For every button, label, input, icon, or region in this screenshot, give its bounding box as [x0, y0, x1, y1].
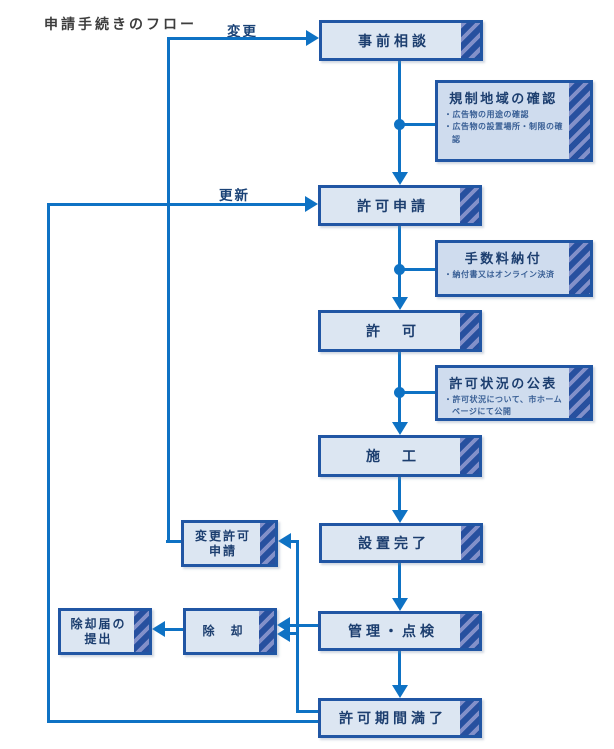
- hatch-stripe-icon: [461, 526, 480, 560]
- hatch-stripe-icon: [260, 523, 275, 564]
- loop-change-vertical: [167, 37, 170, 543]
- arrowhead-right-icon: [305, 196, 318, 212]
- hatch-stripe-icon: [460, 438, 479, 474]
- hatch-stripe-icon: [569, 368, 590, 418]
- infobox-bullets: ・納付書又はオンライン決済: [438, 267, 590, 283]
- hatch-stripe-icon: [569, 243, 590, 294]
- branch-expire-stub: [296, 710, 318, 713]
- node-pre-consultation: 事前相談: [319, 20, 483, 61]
- arrowhead-down-icon: [392, 422, 408, 435]
- hatch-stripe-icon: [460, 313, 479, 349]
- loop-renew-vertical: [47, 203, 50, 723]
- loop-renew-bottom: [47, 720, 318, 723]
- infobox-permit-status-publish: 許可状況の公表 ・許可状況について、市ホームページにて公開: [435, 365, 593, 421]
- node-permit-application: 許可申請: [318, 185, 482, 226]
- hatch-stripe-icon: [134, 611, 149, 652]
- edge-label-renew: 更新: [219, 188, 250, 203]
- hatch-stripe-icon: [461, 23, 480, 58]
- node-label: 許可期間満了: [339, 710, 447, 726]
- connector-removal-notice: [163, 628, 183, 631]
- branch-to-removal: [288, 632, 299, 635]
- node-label: 管理・点検: [348, 623, 438, 639]
- infobox-bullets: ・許可状況について、市ホームページにて公開: [438, 392, 590, 421]
- bullet-item: ・許可状況について、市ホームページにて公開: [444, 395, 563, 417]
- junction-dot: [394, 119, 405, 130]
- arrowhead-down-icon: [392, 598, 408, 611]
- node-removal: 除 却: [183, 608, 277, 655]
- junction-dot: [394, 264, 405, 275]
- node-manage-inspect: 管理・点検: [318, 611, 482, 651]
- loop-renew-top: [47, 203, 305, 206]
- hatch-stripe-icon: [569, 83, 590, 159]
- bullet-item: ・納付書又はオンライン決済: [444, 270, 555, 279]
- bullet-item: ・広告物の設置場所・制限の確認: [444, 122, 563, 144]
- arrowhead-down-icon: [392, 510, 408, 523]
- node-label: 許可申請: [357, 197, 429, 214]
- node-label: 申請: [208, 543, 237, 558]
- arrowhead-down-icon: [392, 172, 408, 185]
- branch-permit-publish: [400, 391, 436, 394]
- node-label: 提出: [84, 631, 113, 646]
- branch-fee-payment: [400, 268, 436, 271]
- node-label: 設置完了: [358, 535, 430, 551]
- arrowhead-right-icon: [306, 30, 319, 46]
- infobox-title: 手数料納付: [464, 251, 543, 266]
- arrowhead-left-icon: [277, 617, 290, 633]
- hatch-stripe-icon: [259, 611, 274, 652]
- infobox-title: 許可状況の公表: [449, 376, 558, 391]
- junction-dot: [394, 387, 405, 398]
- infobox-regulation-area-check: 規制地域の確認 ・広告物の用途の確認 ・広告物の設置場所・制限の確認: [435, 80, 593, 162]
- connector-apply-permit: [398, 225, 401, 301]
- edge-label-change: 変更: [227, 24, 258, 39]
- bullet-item: ・広告物の用途の確認: [444, 110, 529, 119]
- node-construction: 施 工: [318, 435, 482, 477]
- connector-manage-expire: [398, 651, 401, 689]
- arrowhead-down-icon: [392, 685, 408, 698]
- loop-change-top: [167, 37, 306, 40]
- connector-install-manage: [398, 563, 401, 602]
- node-label: 除 却: [202, 624, 245, 638]
- node-label: 許 可: [366, 323, 420, 339]
- hatch-stripe-icon: [460, 614, 479, 648]
- arrowhead-left-icon: [278, 533, 291, 549]
- infobox-fee-payment: 手数料納付 ・納付書又はオンライン決済: [435, 240, 593, 297]
- node-installation-complete: 設置完了: [319, 523, 483, 563]
- node-label: 変更許可: [194, 528, 251, 543]
- hatch-stripe-icon: [460, 188, 479, 223]
- node-label: 施 工: [366, 448, 420, 464]
- loop-change-stub: [166, 540, 181, 543]
- infobox-bullets: ・広告物の用途の確認 ・広告物の設置場所・制限の確認: [438, 107, 590, 148]
- arrowhead-down-icon: [392, 297, 408, 310]
- node-label: 事前相談: [358, 32, 430, 49]
- node-permit-period-expired: 許可期間満了: [318, 698, 482, 738]
- infobox-title: 規制地域の確認: [449, 91, 558, 106]
- connector-preconsult-apply: [398, 60, 401, 176]
- connector-manage-removal: [288, 624, 318, 627]
- connector-construction-install: [398, 477, 401, 514]
- hatch-stripe-icon: [460, 701, 479, 735]
- node-label: 除却届の: [70, 616, 127, 631]
- node-change-permit-application: 変更許可 申請: [181, 520, 278, 567]
- node-removal-notice-submit: 除却届の 提出: [58, 608, 152, 655]
- node-permit: 許 可: [318, 310, 482, 352]
- branch-regulation-check: [400, 123, 436, 126]
- page-title: 申請手続きのフロー: [44, 16, 197, 32]
- arrowhead-left-icon: [152, 621, 165, 637]
- branch-to-change-permit: [289, 540, 299, 543]
